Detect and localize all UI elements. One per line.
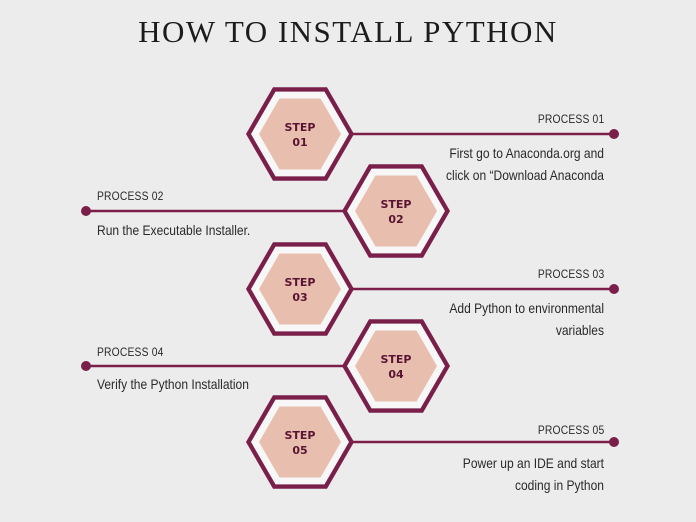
step-03-word: STEP [284,276,315,289]
step-02-number: 02 [388,213,403,226]
process-03-description: Add Python to environmental variables [449,300,604,338]
connector-dot-02 [81,206,91,216]
step-01-number: 01 [292,136,307,149]
step-02-hexagon: STEP 02 [342,164,450,258]
step-02-word: STEP [380,198,411,211]
hexagon-inner [259,98,341,170]
connector-dot-05 [609,437,619,447]
process-01-description-text: First go to Anaconda.org and click on “D… [446,145,604,183]
step-05-number: 05 [292,444,307,457]
step-04-hexagon: STEP 04 [342,319,450,413]
hexagon-inner [259,253,341,325]
hexagon-inner [355,175,437,247]
process-05-description: Power up an IDE and start coding in Pyth… [462,455,604,493]
step-05-word: STEP [284,429,315,442]
process-04-description: Verify the Python Installation [97,376,249,392]
step-01-word: STEP [284,121,315,134]
step-04-number: 04 [388,368,404,381]
process-03-label: PROCESS 03 [537,267,604,281]
step-03-hexagon: STEP 03 [246,242,354,336]
step-01-hexagon: STEP 01 [246,87,354,181]
hexagon-inner [259,406,341,478]
process-02-description: Run the Executable Installer. [97,222,251,238]
step-03-number: 03 [292,291,307,304]
connector-dot-04 [81,361,91,371]
page-title: HOW TO INSTALL PYTHON [138,14,558,49]
process-01-description: First go to Anaconda.org and click on “D… [432,142,604,186]
step-05-hexagon: STEP 05 [246,395,354,489]
process-01-label: PROCESS 01 [537,112,604,126]
connector-dot-03 [609,284,619,294]
step-04-word: STEP [380,353,411,366]
process-05-label: PROCESS 05 [537,423,604,437]
process-02-label: PROCESS 02 [97,189,164,203]
connector-dot-01 [609,129,619,139]
hexagon-inner [355,330,437,402]
process-04-label: PROCESS 04 [97,345,164,359]
